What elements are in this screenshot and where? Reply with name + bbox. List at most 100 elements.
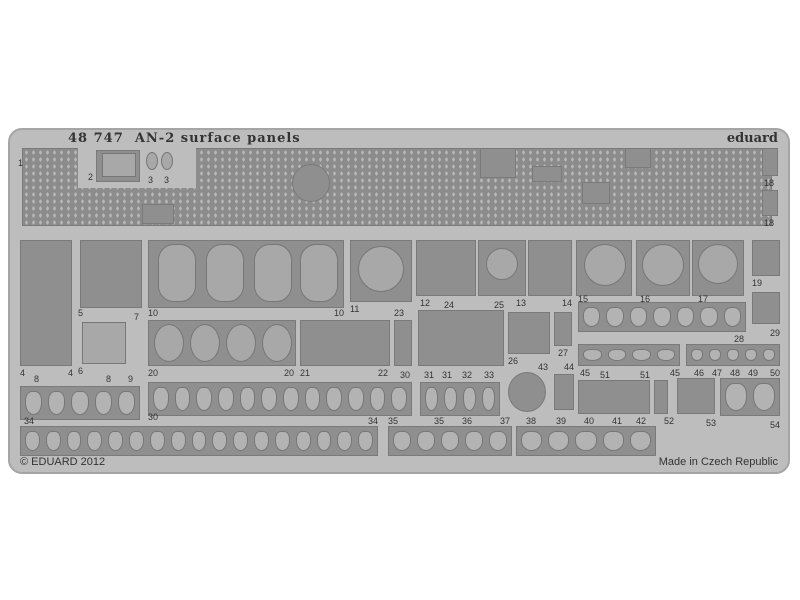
part-19 xyxy=(752,240,780,276)
part-label: 20 xyxy=(284,368,295,378)
part-53 xyxy=(677,378,715,414)
part-14 xyxy=(528,240,572,296)
part-label: 37 xyxy=(500,416,511,426)
part-38-42-row xyxy=(516,426,656,456)
part-label: 27 xyxy=(558,348,569,358)
part-label: 28 xyxy=(734,334,745,344)
part-label: 2 xyxy=(88,172,94,182)
part-27 xyxy=(554,312,572,346)
set-code: 48 747 xyxy=(68,131,124,146)
part-label: 24 xyxy=(444,300,455,310)
hatch xyxy=(480,148,516,178)
part-34-row xyxy=(20,426,378,456)
copyright-text: © EDUARD 2012 xyxy=(20,456,106,468)
part-label: 41 xyxy=(612,416,623,426)
part-label: 26 xyxy=(508,356,519,366)
part-label: 30 xyxy=(400,370,411,380)
window-panel xyxy=(300,244,338,302)
part-label: 1 xyxy=(18,158,24,168)
part-label: 17 xyxy=(698,294,709,304)
part-label: 38 xyxy=(526,416,537,426)
part-12 xyxy=(416,240,476,296)
part-label: 11 xyxy=(350,304,360,314)
part-label: 12 xyxy=(420,298,431,308)
part-52 xyxy=(654,380,668,414)
part-15-disc xyxy=(584,244,626,286)
part-label: 53 xyxy=(706,418,717,428)
part-label: 29 xyxy=(770,328,781,338)
part-label: 36 xyxy=(462,416,473,426)
part-label: 34 xyxy=(368,416,379,426)
hatch xyxy=(142,204,174,224)
part-label: 51 xyxy=(600,370,611,380)
part-label: 5 xyxy=(78,308,84,318)
part-17-disc xyxy=(698,244,738,284)
hatch xyxy=(625,148,651,168)
part-label: 35 xyxy=(434,416,445,426)
part-23 xyxy=(394,320,412,366)
part-8-row xyxy=(20,386,140,420)
part-5 xyxy=(80,240,142,308)
part-29 xyxy=(752,292,780,324)
part-label: 45 xyxy=(580,368,591,378)
part-label: 10 xyxy=(334,308,345,318)
part-35-37-row xyxy=(388,426,512,456)
fret-title: 48 747 AN-2 surface panels xyxy=(68,131,301,146)
window-panel xyxy=(158,244,196,302)
part-44 xyxy=(554,374,574,410)
part-6 xyxy=(82,322,126,364)
part-label: 33 xyxy=(484,370,495,380)
oval-panel xyxy=(262,324,292,362)
part-16-disc xyxy=(642,244,684,286)
part-label: 39 xyxy=(556,416,567,426)
part-label: 10 xyxy=(148,308,159,318)
part-label: 8 xyxy=(34,374,40,384)
part-label: 22 xyxy=(378,368,389,378)
part-label: 31 xyxy=(442,370,453,380)
part-4 xyxy=(20,240,72,366)
part-label: 35 xyxy=(388,416,399,426)
part-label: 18 xyxy=(764,178,775,188)
part-label: 4 xyxy=(20,368,26,378)
part-label: 46 xyxy=(694,368,705,378)
window-panel xyxy=(206,244,244,302)
part-label: 45 xyxy=(670,368,681,378)
part-label: 48 xyxy=(730,368,741,378)
part-label: 18 xyxy=(764,218,775,228)
part-54-row xyxy=(720,378,780,416)
oval-panel xyxy=(190,324,220,362)
part-label: 23 xyxy=(394,308,405,318)
part-label: 32 xyxy=(462,370,473,380)
part-43 xyxy=(508,372,546,412)
part-label: 40 xyxy=(584,416,595,426)
brand-logo: eduard xyxy=(726,131,778,146)
part-label: 9 xyxy=(128,374,134,384)
part-45-row xyxy=(578,344,680,366)
part-3 xyxy=(161,152,173,170)
part-label: 21 xyxy=(300,368,311,378)
part-label: 49 xyxy=(748,368,759,378)
part-18 xyxy=(762,148,778,176)
part-label: 54 xyxy=(770,420,781,430)
part-label: 7 xyxy=(134,312,140,322)
part-label: 30 xyxy=(148,412,159,422)
part-label: 19 xyxy=(752,278,763,288)
part-label: 8 xyxy=(106,374,112,384)
part-label: 16 xyxy=(640,294,651,304)
part-label: 15 xyxy=(578,294,589,304)
part-18 xyxy=(762,190,778,216)
part-label: 6 xyxy=(78,366,84,376)
part-2-plate xyxy=(102,153,136,177)
part-label: 25 xyxy=(494,300,505,310)
part-label: 44 xyxy=(564,362,575,372)
round-hatch xyxy=(292,164,330,202)
oval-panel xyxy=(154,324,184,362)
part-label: 51 xyxy=(640,370,651,380)
part-label: 31 xyxy=(424,370,435,380)
hatch xyxy=(532,166,562,182)
part-31-row xyxy=(420,382,500,416)
part-label: 42 xyxy=(636,416,647,426)
part-label: 20 xyxy=(148,368,159,378)
part-label: 3 xyxy=(164,175,170,185)
part-label: 50 xyxy=(770,368,781,378)
